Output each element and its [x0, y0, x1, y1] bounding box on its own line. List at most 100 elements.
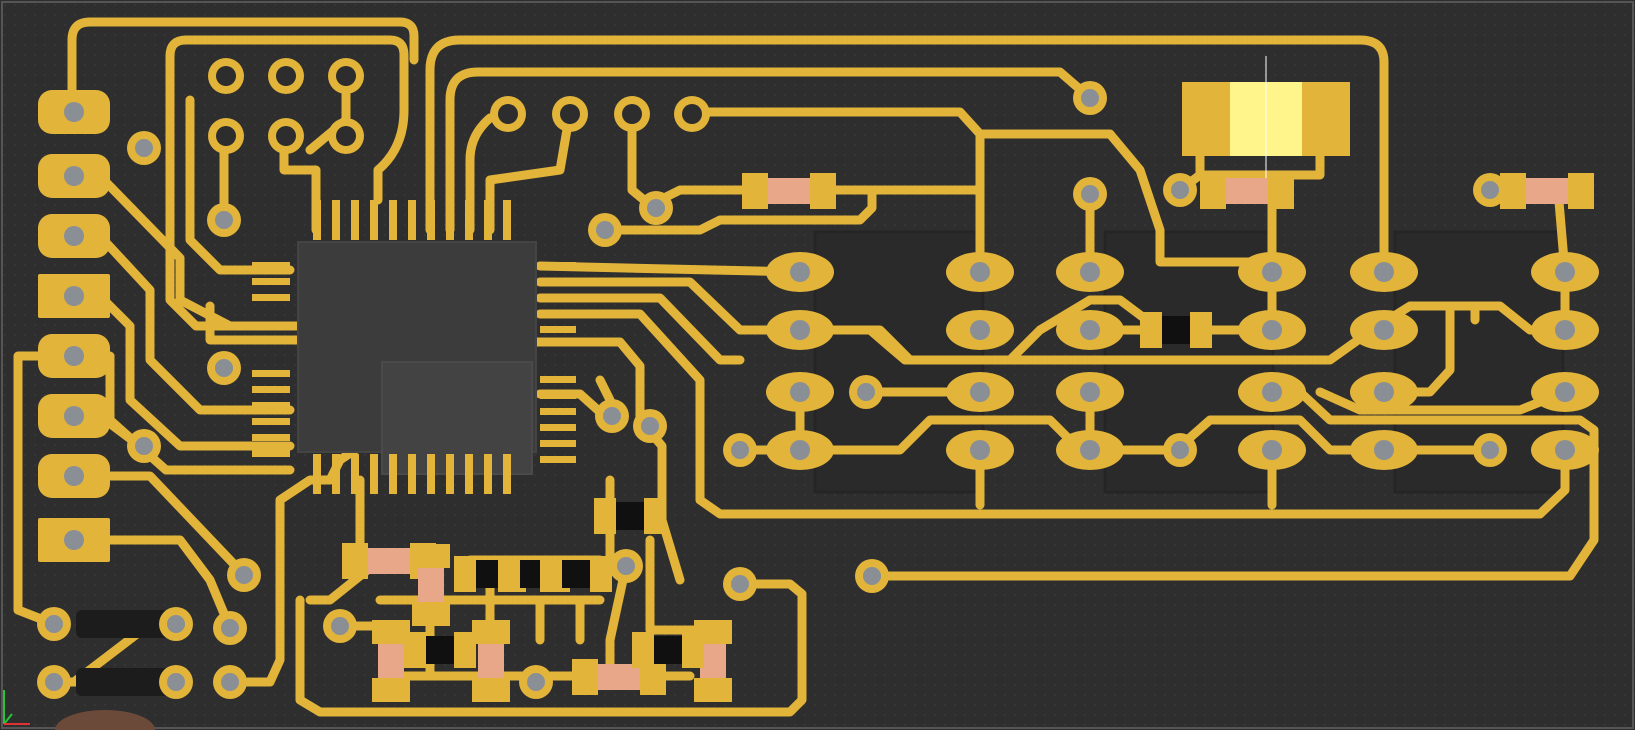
via-drill: [527, 673, 545, 691]
pin-pad-hole: [336, 126, 356, 146]
chip-pin: [252, 386, 290, 393]
chip-pin: [540, 262, 576, 269]
pad-drill: [64, 406, 84, 426]
chip-pin: [408, 200, 416, 240]
pin-pad-hole: [498, 104, 518, 124]
resistor-body: [378, 640, 404, 684]
trace: [95, 291, 295, 451]
chip-pin: [465, 200, 473, 240]
dip-drill: [1262, 320, 1282, 340]
dip-drill: [1080, 320, 1100, 340]
crystal-body: [76, 668, 174, 696]
via-drill: [215, 359, 233, 377]
trace: [295, 579, 807, 717]
smd-pad: [454, 556, 476, 592]
trace: [795, 325, 1377, 365]
resistor-body: [478, 640, 504, 684]
pin-pad-hole: [560, 104, 580, 124]
chip-pin: [332, 200, 340, 240]
resistor-body: [364, 548, 412, 574]
chip-pin: [484, 200, 492, 240]
chip-pin: [503, 454, 511, 494]
trace: [465, 107, 513, 235]
pin-pad-hole: [276, 126, 296, 146]
via-drill: [617, 557, 635, 575]
dip-drill: [1555, 320, 1575, 340]
smd-pad: [572, 659, 598, 695]
trace: [67, 17, 419, 117]
trace: [185, 95, 295, 275]
trace: [535, 293, 745, 365]
smd-pad: [342, 543, 368, 579]
ic-chips: [297, 241, 537, 475]
chip-pin: [252, 294, 290, 301]
via-drill: [135, 139, 153, 157]
via-drill: [647, 199, 665, 217]
pin-pad-hole: [622, 104, 642, 124]
chip-pin: [408, 454, 416, 494]
chip-pin: [252, 370, 290, 377]
dip-drill: [1080, 262, 1100, 282]
chip-pin: [540, 440, 576, 447]
smd-pad: [742, 173, 768, 209]
resistor-body: [418, 564, 444, 608]
smd-pad: [472, 620, 510, 644]
chip-pin: [389, 454, 397, 494]
resistor-body: [764, 178, 812, 204]
chip-pin: [389, 200, 397, 240]
smd-pad: [632, 632, 654, 668]
chip-pin: [427, 200, 435, 240]
pin-pad-hole: [682, 104, 702, 124]
dip-drill: [1262, 262, 1282, 282]
smd-pad: [590, 556, 612, 592]
chip-pin: [540, 376, 576, 383]
chip-pin: [540, 310, 576, 317]
dip-drill: [790, 320, 810, 340]
smd-pad: [1140, 312, 1162, 348]
chip-pin: [252, 418, 290, 425]
overlays: [3, 56, 1267, 730]
capacitor-body: [560, 560, 592, 588]
smd-pad: [472, 678, 510, 702]
pin-pad-hole: [216, 126, 236, 146]
dip-drill: [970, 320, 990, 340]
via-drill: [1171, 441, 1189, 459]
capacitor-body: [424, 636, 456, 664]
chip-pin: [313, 454, 321, 494]
smd-pad: [644, 498, 666, 534]
dip-drill: [1374, 262, 1394, 282]
resistor-body: [1522, 178, 1570, 204]
pin-pad-hole: [216, 66, 236, 86]
chip-pin: [540, 294, 576, 301]
smd-pad: [498, 556, 520, 592]
capacitor-body: [1160, 316, 1192, 344]
dip-drill: [1374, 320, 1394, 340]
via-drill: [603, 407, 621, 425]
chip-pin: [540, 408, 576, 415]
chip-pin: [252, 262, 290, 269]
via-drill: [641, 417, 659, 435]
pads: [38, 58, 1599, 562]
trace: [535, 261, 805, 277]
smd-pad: [1568, 173, 1594, 209]
chip-pin: [370, 200, 378, 240]
dip-drill: [1080, 440, 1100, 460]
smd-pad: [1268, 173, 1294, 209]
smd-pad: [540, 556, 562, 592]
chip-pin: [427, 454, 435, 494]
chip-pin: [540, 278, 576, 285]
smd-pad: [372, 678, 410, 702]
axis-origin-icon: [3, 690, 30, 725]
smd-pad: [1200, 173, 1226, 209]
pad-drill: [64, 102, 84, 122]
pad-drill: [64, 286, 84, 306]
chip-pin: [252, 402, 290, 409]
chip-pin: [252, 450, 290, 457]
dip-drill: [1374, 440, 1394, 460]
trace: [595, 375, 615, 405]
via-drill: [731, 575, 749, 593]
smd-pad: [454, 632, 476, 668]
